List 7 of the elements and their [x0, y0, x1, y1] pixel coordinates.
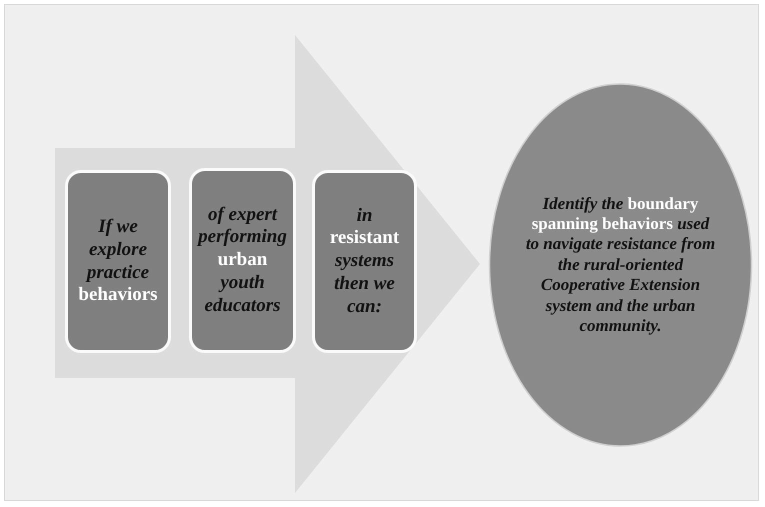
rounded-box: [65, 170, 171, 353]
rounded-box: [312, 170, 417, 353]
node-text: in resistant systems then we can:: [328, 204, 400, 318]
node-text: Identify the boundary spanning behaviors used to navigate resistance from the rural-oriented Cooperative Extension system and the urban community.: [526, 194, 716, 335]
rounded-box: [189, 168, 296, 353]
node-text: If we explore practice behaviors: [77, 216, 159, 308]
node-text: of expert performing urban youth educators: [198, 204, 287, 318]
